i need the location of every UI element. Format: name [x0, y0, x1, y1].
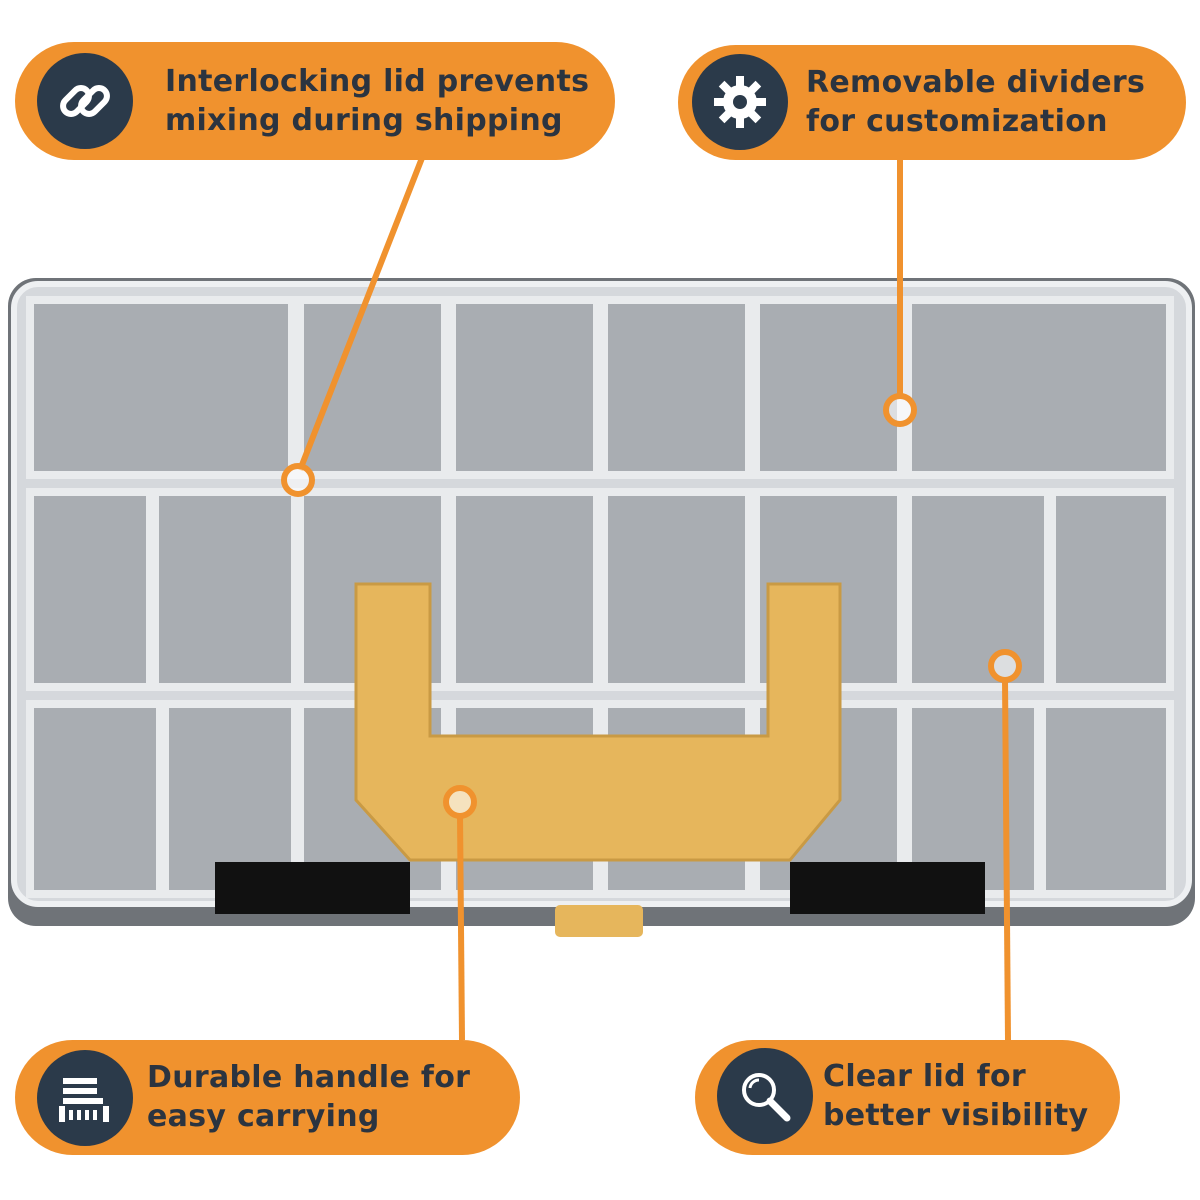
handle-clip [555, 905, 643, 937]
callout-text-line2: mixing during shipping [165, 103, 563, 138]
leader-markers [281, 393, 1022, 819]
callout-text-line2: easy carrying [147, 1099, 380, 1134]
callout-durable-handle: Durable handle for easy carrying [15, 1040, 520, 1155]
compartments [26, 296, 1174, 898]
link-icon [37, 53, 133, 149]
callout-interlocking-lid: Interlocking lid prevents mixing during … [15, 42, 615, 160]
callout-clear-lid: Clear lid for better visibility [695, 1040, 1120, 1155]
latch-right [790, 862, 985, 914]
callout-text-line2: for customization [806, 104, 1108, 139]
callout-text-line1: Durable handle for [147, 1060, 471, 1095]
carry-handle [354, 582, 842, 862]
handle-icon [37, 1050, 133, 1146]
gear-icon [692, 54, 788, 150]
callout-text-line1: Interlocking lid prevents [165, 64, 590, 99]
latch-left [215, 862, 410, 914]
callout-text-line2: better visibility [823, 1098, 1089, 1133]
magnifier-icon [717, 1048, 813, 1144]
leader-lines [297, 156, 1011, 1041]
callout-removable-dividers: Removable dividers for customization [678, 45, 1186, 160]
callout-text-line1: Removable dividers [806, 65, 1146, 100]
callout-text-line1: Clear lid for [823, 1059, 1026, 1094]
